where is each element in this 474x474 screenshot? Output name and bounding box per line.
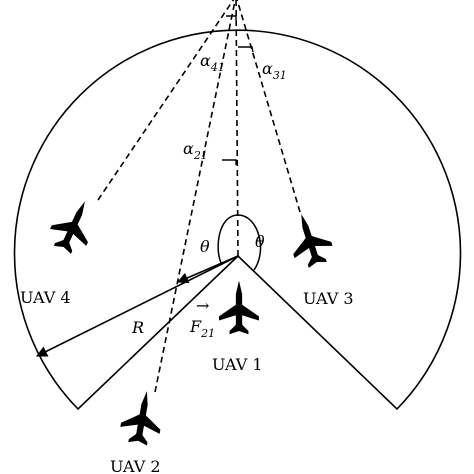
svg-text:F21: F21 — [189, 317, 215, 340]
uav4-fighter-jet-icon — [44, 192, 104, 259]
uav2-label: UAV 2 — [110, 457, 161, 474]
alpha21-label: α21 — [183, 139, 208, 162]
radius-arrow — [35, 255, 239, 357]
theta-left-label: θ — [200, 237, 210, 256]
force-arrow — [176, 255, 239, 284]
theta-arcs — [217, 214, 262, 271]
alpha41-label: α41 — [200, 51, 225, 74]
bearing-line-uav4 — [97, 0, 235, 201]
radius-label: R — [131, 318, 144, 337]
bearing-line-uav2 — [154, 0, 236, 393]
uav1-fighter-jet-icon — [219, 280, 259, 335]
uav1-label: UAV 1 — [212, 355, 263, 374]
uav2-fighter-jet-icon — [117, 387, 167, 448]
bearing-line-uav3 — [236, 0, 301, 213]
bearing-lines — [97, 0, 301, 393]
force-label: → F21 — [189, 296, 215, 340]
theta-right-label: θ — [255, 232, 265, 251]
bearing-line-uav1 — [235, 0, 239, 257]
sensing-region-boundary — [13, 29, 462, 411]
uav4-label: UAV 4 — [20, 288, 71, 307]
svg-text:→: → — [196, 296, 209, 315]
alpha31-label: α31 — [262, 59, 287, 82]
uav3-fighter-jet-icon — [282, 207, 337, 272]
uav3-label: UAV 3 — [303, 289, 354, 308]
alpha-angle-marks — [222, 15, 254, 165]
